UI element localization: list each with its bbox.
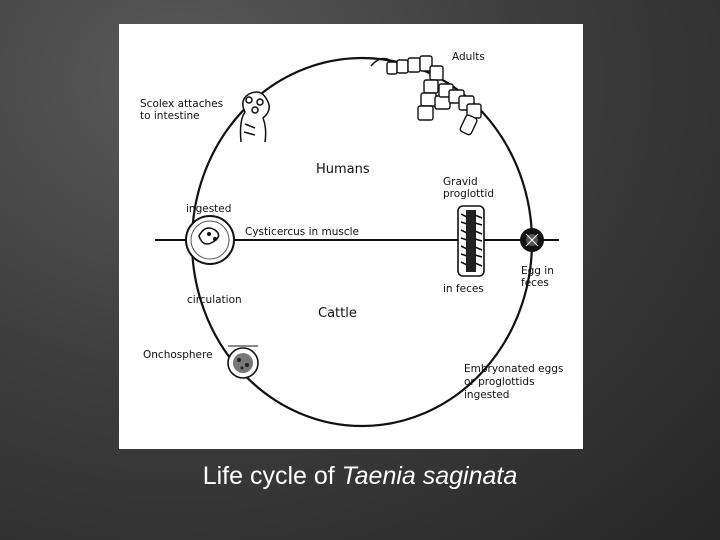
label-embryonated-line3: ingested: [464, 389, 509, 401]
gravid-proglottid-icon: [457, 205, 485, 277]
life-cycle-diagram: Adults Scolex attaches to intestine Huma…: [119, 24, 583, 449]
slide-caption: Life cycle of Taenia saginata: [0, 462, 720, 491]
label-gravid-line1: Gravid: [443, 176, 478, 188]
label-humans: Humans: [316, 162, 370, 177]
label-circulation: circulation: [187, 294, 242, 306]
label-cattle: Cattle: [318, 306, 357, 321]
label-onchosphere: Onchosphere: [143, 349, 213, 361]
label-adults: Adults: [452, 51, 485, 63]
label-scolex-line2: to intestine: [140, 110, 200, 122]
life-cycle-svg: Adults Scolex attaches to intestine Huma…: [140, 51, 563, 428]
cysticercus-icon: [185, 215, 235, 265]
label-egg-line1: Egg in: [521, 265, 554, 277]
label-embryonated-line2: or proglottids: [464, 376, 535, 388]
adult-worm-icon: [370, 55, 482, 136]
scolex-icon: [239, 91, 270, 143]
caption-species: Taenia saginata: [341, 462, 518, 490]
caption-prefix: Life cycle of: [202, 462, 342, 490]
label-scolex-line1: Scolex attaches: [140, 98, 223, 110]
label-in-feces: in feces: [443, 283, 484, 295]
label-gravid-line2: proglottid: [443, 188, 494, 200]
label-egg-line2: feces: [521, 277, 549, 289]
label-cysticercus: Cysticercus in muscle: [245, 226, 359, 238]
label-embryonated-line1: Embryonated eggs: [464, 363, 563, 375]
onchosphere-icon: [227, 345, 259, 379]
egg-icon: [520, 228, 544, 252]
label-ingested: ingested: [186, 203, 231, 215]
